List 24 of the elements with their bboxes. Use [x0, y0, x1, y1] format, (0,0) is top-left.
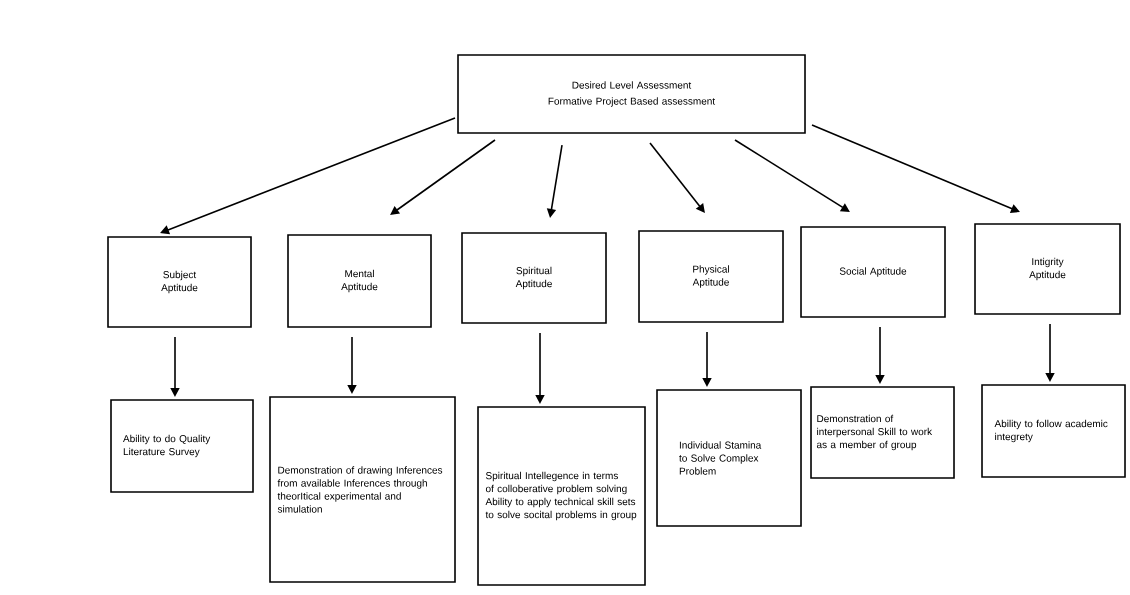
- aptitude-box: Subject Aptitude: [107, 236, 252, 328]
- assessment-box: Desired Level Assessment Formative Project Based assessment: [457, 54, 806, 134]
- arrow: [811, 124, 1020, 213]
- arrow: [875, 326, 885, 384]
- outcome-box: Demonstration of interpersonal Skill to work as a member of group: [810, 386, 955, 479]
- arrow: [347, 336, 357, 394]
- outcome-box: Demonstration of drawing Inferences from available Inferences through theorItical experimental and simulation: [269, 396, 456, 583]
- arrow: [734, 139, 850, 212]
- outcome-box: Ability to do Quality Literature Survey: [110, 399, 254, 493]
- arrow: [649, 142, 705, 213]
- arrow: [535, 332, 545, 404]
- arrow: [1045, 323, 1055, 382]
- arrow: [702, 331, 712, 387]
- aptitude-box: Intigrity Aptitude: [974, 223, 1121, 315]
- aptitude-box: Social Aptitude: [800, 226, 946, 318]
- arrow: [390, 139, 496, 215]
- arrow: [160, 117, 456, 235]
- outcome-box: Individual Stamina to Solve Complex Problem: [656, 389, 802, 527]
- arrow: [170, 336, 180, 397]
- outcome-box: Ability to follow academic integrety: [981, 384, 1126, 478]
- outcome-box: Spiritual Intellegence in terms of colloberative problem solving Ability to apply technical skill sets to solve socital problems in group: [477, 406, 646, 586]
- aptitude-box: Spiritual Aptitude: [461, 232, 607, 324]
- aptitude-box: Physical Aptitude: [638, 230, 784, 323]
- aptitude-box: Mental Aptitude: [287, 234, 432, 328]
